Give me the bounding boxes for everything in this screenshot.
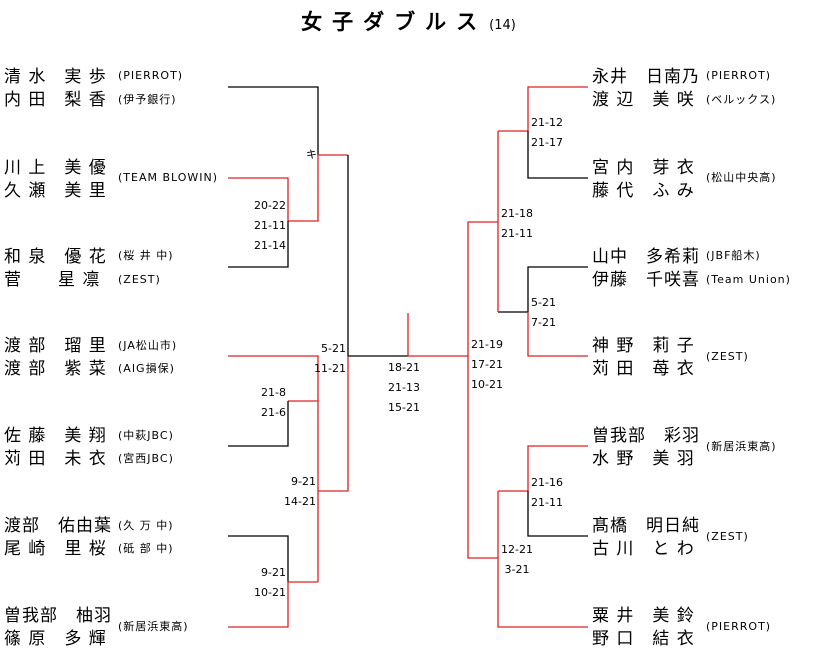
player-name: 和 泉 優 花 [4, 247, 107, 267]
bracket-line [228, 221, 289, 268]
team-name: (ZEST) [706, 350, 749, 363]
match-score: 5-21 11-21 [314, 342, 346, 375]
match-score: 21-19 17-21 10-21 [471, 338, 503, 391]
player-name: 古 川 と わ [592, 539, 695, 559]
player-name: 神 野 莉 子 [592, 336, 695, 356]
match-score: 5-21 7-21 [531, 296, 556, 329]
bracket-line [318, 356, 349, 492]
bracket-line [467, 221, 498, 356]
bracket-line [498, 86, 588, 132]
player-name: 永井 日南乃 [592, 67, 700, 87]
match-score: 21-16 21-11 [531, 476, 563, 509]
team-name: (ZEST) [118, 273, 161, 286]
match-score: 20-22 21-11 21-14 [254, 199, 286, 252]
player-name: 藤 代 ふ み [592, 181, 695, 201]
player-name: 曽我部 彩羽 [592, 426, 700, 446]
player-name: 野 口 結 衣 [592, 629, 695, 649]
match-score: 21-12 21-17 [531, 116, 563, 149]
team-name: (Team Union) [706, 273, 791, 286]
page-title: 女子ダブルス(14) [0, 6, 817, 36]
bracket-line [228, 581, 318, 628]
entry-count: (14) [489, 18, 516, 33]
player-name: 渡 部 瑠 里 [4, 336, 107, 356]
bracket-line [467, 356, 498, 559]
bracket-line [527, 312, 588, 357]
player-name: 伊藤 千咲喜 [592, 270, 700, 290]
bracket-line [228, 401, 289, 447]
team-name: (ベルックス) [706, 93, 777, 106]
player-name: 山中 多希莉 [592, 247, 700, 267]
team-name: (桜 井 中) [118, 249, 174, 262]
player-name: 篠 原 多 輝 [4, 629, 107, 649]
player-name: 久 瀬 美 里 [4, 181, 107, 201]
player-name: 佐 藤 美 翔 [4, 426, 107, 446]
team-name: (JBF船木) [706, 249, 761, 262]
player-name: 菅 星 凛 [4, 270, 101, 290]
team-name: (新居浜東高) [706, 440, 777, 453]
bracket-line [497, 491, 588, 628]
team-name: (ZEST) [706, 530, 749, 543]
match-score: キ [306, 148, 317, 161]
player-name: 内 田 梨 香 [4, 90, 107, 110]
team-name: (PIERROT) [706, 620, 772, 633]
team-name: (松山中央高) [706, 171, 777, 184]
bracket-line [228, 154, 348, 222]
bracket-line [228, 86, 319, 155]
bracket-line [498, 266, 588, 313]
bracket-line [498, 445, 588, 492]
player-name: 宮 内 芽 衣 [592, 158, 695, 178]
event-title: 女子ダブルス [301, 10, 488, 34]
team-name: (JA松山市) [118, 339, 178, 352]
bracket-line [527, 491, 588, 537]
player-name: 髙橋 明日純 [592, 516, 700, 536]
player-name: 渡 辺 美 咲 [592, 90, 695, 110]
player-name: 清 水 実 歩 [4, 67, 107, 87]
bracket-line [228, 355, 319, 402]
bracket-line [407, 313, 468, 357]
match-score: 21-8 21-6 [261, 386, 286, 419]
team-name: (伊予銀行) [118, 93, 177, 106]
team-name: (AIG損保) [118, 362, 175, 375]
match-score: 21-18 21-11 [501, 207, 533, 240]
team-name: (宮西JBC) [118, 452, 174, 465]
match-score: 9-21 14-21 [284, 475, 316, 508]
player-name: 曽我部 柚羽 [4, 606, 112, 626]
team-name: (砥 部 中) [118, 542, 174, 555]
team-name: (新居浜東高) [118, 620, 189, 633]
team-name: (久 万 中) [118, 519, 174, 532]
bracket-line [527, 131, 588, 179]
player-name: 尾 崎 里 桜 [4, 539, 107, 559]
player-name: 粟 井 美 鈴 [592, 606, 695, 626]
player-name: 川 上 美 優 [4, 158, 107, 178]
player-name: 苅 田 苺 衣 [592, 359, 695, 379]
team-name: (TEAM BLOWIN) [118, 171, 219, 184]
final-score: 18-21 21-13 15-21 [388, 361, 420, 414]
player-name: 渡部 佑由葉 [4, 516, 112, 536]
match-score: 12-21 3-21 [501, 543, 533, 576]
team-name: (PIERROT) [706, 69, 772, 82]
team-name: (PIERROT) [118, 69, 184, 82]
match-score: 9-21 10-21 [254, 566, 286, 599]
bracket-line [228, 535, 289, 582]
player-name: 水 野 美 羽 [592, 449, 695, 469]
player-name: 渡 部 紫 菜 [4, 359, 107, 379]
team-name: (中萩JBC) [118, 429, 174, 442]
player-name: 苅 田 未 衣 [4, 449, 107, 469]
